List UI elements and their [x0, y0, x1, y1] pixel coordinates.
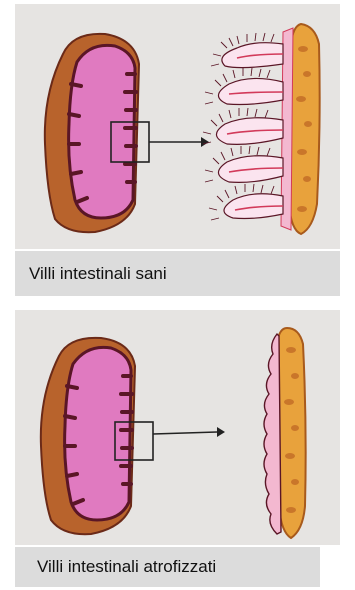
- zoom-arrow: [153, 432, 217, 434]
- submucosa-band: [289, 24, 320, 234]
- caption-atrophied-villi: Villi intestinali atrofizzati: [15, 547, 320, 587]
- healthy-villi-illustration: [15, 4, 340, 249]
- atrophied-villi-illustration: [15, 310, 340, 545]
- intestine-mucosa: [69, 45, 135, 218]
- caption-healthy-villi: Villi intestinali sani: [15, 251, 340, 296]
- healthy-villi-drawing: [15, 4, 340, 249]
- zoom-arrowhead: [201, 137, 209, 147]
- intestine-mucosa: [65, 347, 131, 520]
- atrophied-villi-edge: [264, 334, 281, 534]
- atrophied-villi-drawing: [15, 310, 340, 545]
- zoom-arrowhead: [217, 427, 225, 437]
